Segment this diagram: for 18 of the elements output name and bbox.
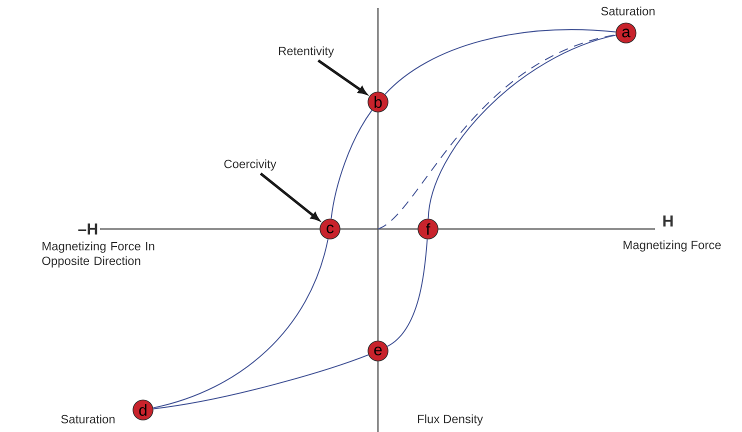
initial-curve <box>378 34 616 230</box>
leader-arrow <box>260 172 320 221</box>
hysteresis-curve <box>384 29 616 95</box>
axis-label: Magnetizing Force <box>624 240 721 252</box>
hysteresis-curve <box>330 110 372 219</box>
callout-text: Coercivity <box>224 159 276 171</box>
saturation-label: Saturation <box>601 6 655 16</box>
axis-symbol: –H <box>78 224 98 234</box>
axis-label: Magnetizing Force In Opposite Direction <box>42 242 154 268</box>
hysteresis-curve <box>153 239 328 408</box>
hysteresis-curve <box>153 354 369 410</box>
leader-arrow <box>318 59 367 95</box>
callout-text: Retentivity <box>278 46 334 58</box>
hysteresis-curve <box>387 239 428 347</box>
saturation-label: Saturation <box>61 414 115 424</box>
axis-symbol: H <box>663 216 673 226</box>
axis-label: Flux Density <box>418 414 483 426</box>
hysteresis-curve <box>428 34 616 219</box>
